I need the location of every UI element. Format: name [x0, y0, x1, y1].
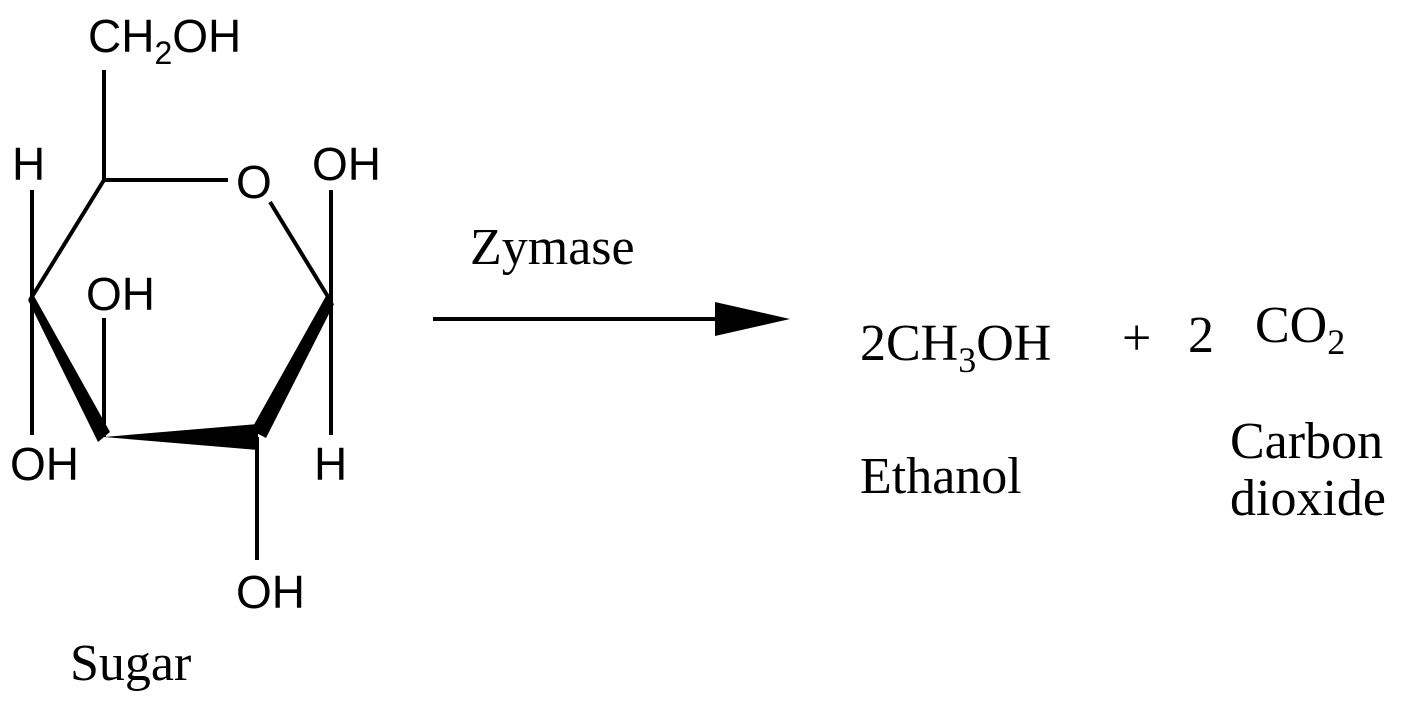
label-h-top-left: H [12, 138, 45, 190]
ethanol-formula: 2CH3OH [860, 315, 1051, 380]
label-oh-bottom: OH [236, 566, 305, 618]
catalyst-label: Zymase [470, 219, 635, 276]
arrow-head [715, 302, 790, 336]
sugar-structure: CH2OH O H OH OH OH H OH [10, 10, 381, 618]
label-ch2oh: CH2OH [88, 10, 241, 71]
co2-name-line2: dioxide [1230, 470, 1386, 527]
plus-sign: + [1122, 310, 1151, 367]
bond-o-c1 [268, 200, 332, 302]
bond-c5-c4 [28, 178, 106, 302]
wedge-c2-c1 [251, 296, 334, 438]
ethanol-name: Ethanol [860, 448, 1022, 505]
wedge-c3-c2 [104, 424, 258, 450]
reactant-name: Sugar [70, 635, 191, 692]
product-co2: 2 CO2 Carbon dioxide [1188, 297, 1386, 527]
product-ethanol: 2CH3OH Ethanol [860, 315, 1051, 505]
label-oh-bottom-left: OH [10, 438, 79, 490]
co2-name-line1: Carbon [1230, 413, 1383, 470]
label-h-bottom-right: H [314, 438, 347, 490]
label-oh-middle: OH [86, 268, 155, 320]
label-oh-top-right: OH [312, 138, 381, 190]
wedge-c4-c3 [28, 296, 110, 442]
co2-formula: CO2 [1255, 297, 1345, 362]
co2-coefficient: 2 [1188, 307, 1214, 364]
reaction-arrow: Zymase [433, 219, 790, 336]
label-ring-oxygen: O [236, 156, 272, 208]
